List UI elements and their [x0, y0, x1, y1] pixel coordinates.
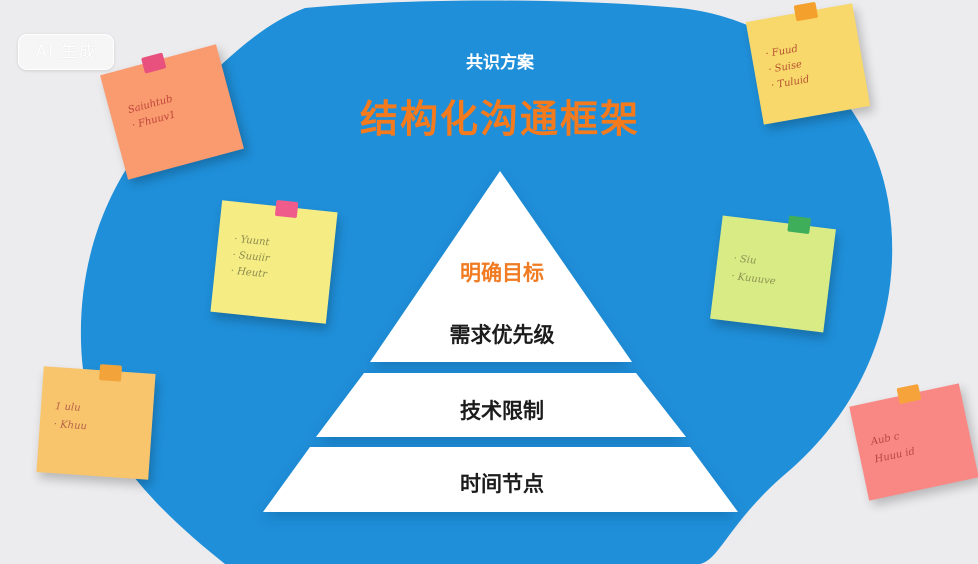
note-line: · Yuunt: [233, 233, 270, 249]
note-pin: [98, 364, 123, 382]
pyramid-tier-middle: [316, 373, 686, 437]
note-line: · Suise: [767, 59, 803, 76]
note-line: Aub c: [870, 431, 901, 448]
sticky-note-amber: 1 ulu · Khuu: [36, 364, 156, 480]
note-line: Huuu id: [873, 446, 916, 466]
note-line: · Khuu: [53, 419, 88, 433]
ai-generated-badge: AI 生成: [18, 34, 114, 70]
note-pin: [896, 383, 922, 405]
sticky-note-yellow-left: · Yuunt · Suuiir · Heutr: [210, 199, 338, 324]
pyramid-tier-top: [370, 171, 632, 362]
note-line: · Kuuuve: [730, 270, 777, 288]
note-line: · Siu: [732, 253, 757, 267]
tier-label-priority: 需求优先级: [449, 323, 555, 347]
note-pin: [793, 1, 819, 22]
note-line: · Fuud: [764, 43, 799, 61]
note-line: · Tuluid: [770, 74, 811, 92]
tier-label-goal: 明确目标: [460, 261, 544, 285]
note-line: 1 ulu: [54, 401, 81, 414]
note-line: · Heutr: [230, 265, 268, 281]
tier-label-tech-limits: 技术限制: [460, 399, 544, 423]
slide-subtitle: 共识方案: [466, 53, 534, 73]
note-line: · Suuiir: [231, 249, 271, 265]
pyramid-tier-bottom: [263, 447, 738, 512]
note-pin: [274, 199, 299, 219]
note-pin: [787, 215, 812, 235]
tier-label-timeline: 时间节点: [460, 472, 544, 496]
sticky-note-yellow-top: · Fuud · Suise · Tuluid: [745, 1, 871, 125]
slide-title: 结构化沟通框架: [359, 97, 640, 141]
sticky-note-green: · Siu · Kuuuve: [710, 215, 836, 333]
